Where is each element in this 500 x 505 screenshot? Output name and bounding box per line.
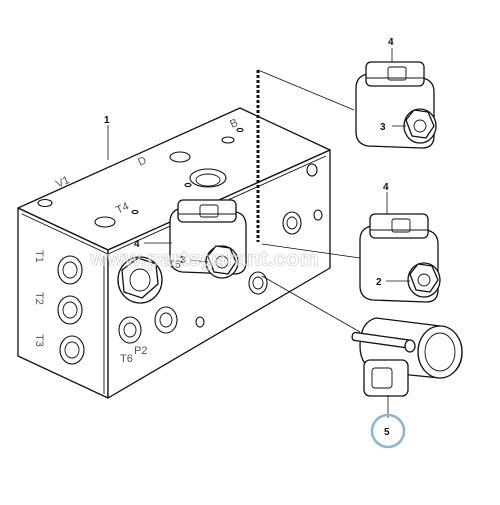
right-port-p2 bbox=[154, 306, 178, 334]
valve-block bbox=[17, 107, 331, 399]
guide-line-mid bbox=[261, 243, 361, 259]
solenoid-top bbox=[355, 61, 437, 149]
right-port-upper bbox=[282, 211, 302, 235]
right-port-upper-inner bbox=[286, 216, 298, 230]
port-label-t1: T1 bbox=[33, 250, 45, 263]
highlight-circle bbox=[370, 413, 406, 449]
top-bolt-1 bbox=[184, 182, 192, 188]
solenoid-mid bbox=[359, 213, 441, 303]
callout-5: 5 bbox=[384, 427, 390, 438]
bolt-head bbox=[404, 339, 416, 353]
right-port-lower-inner bbox=[252, 276, 264, 290]
right-bolt-2 bbox=[195, 316, 205, 328]
port-label-p2: P2 bbox=[134, 345, 147, 357]
top-port-v1 bbox=[37, 198, 53, 208]
right-port-p2-inner bbox=[159, 312, 173, 328]
callout-1: 1 bbox=[104, 115, 110, 126]
callout-4-left: 4 bbox=[134, 239, 140, 250]
callout-4-top: 4 bbox=[388, 37, 394, 48]
front-port-t1-inner bbox=[62, 261, 78, 279]
callout-4-mid: 4 bbox=[383, 182, 389, 193]
port-label-t4: T4 bbox=[114, 200, 131, 216]
block-bevel-line bbox=[21, 155, 327, 255]
connector-housing bbox=[363, 359, 409, 397]
right-port-t6-inner bbox=[123, 322, 137, 338]
front-port-t2 bbox=[57, 295, 83, 325]
solenoid-mounted bbox=[169, 199, 247, 279]
right-bolt bbox=[313, 209, 323, 221]
front-port-t3 bbox=[59, 335, 85, 365]
connector-housing bbox=[177, 199, 237, 223]
callout-3-top: 3 bbox=[380, 122, 386, 133]
front-port-t3-inner bbox=[64, 341, 80, 359]
right-port-lower bbox=[248, 271, 268, 295]
top-port-d bbox=[169, 151, 191, 163]
port-label-t2: T2 bbox=[33, 292, 45, 305]
top-bolt-3 bbox=[236, 127, 244, 133]
port-label-b: B bbox=[228, 117, 240, 131]
top-bolt-2 bbox=[131, 209, 139, 215]
port-label-t6: T6 bbox=[120, 353, 133, 365]
front-port-t2-inner bbox=[62, 301, 78, 319]
callout-3-left: 3 bbox=[180, 255, 186, 266]
port-label-v1: V1 bbox=[54, 174, 71, 191]
solenoid-bottom bbox=[351, 317, 463, 397]
port-label-t5: T5 bbox=[168, 259, 181, 271]
top-port-small-1 bbox=[221, 136, 235, 144]
callout-2: 2 bbox=[376, 277, 382, 288]
connector-housing bbox=[369, 213, 429, 239]
guide-line-low bbox=[261, 275, 361, 333]
front-port-t1 bbox=[57, 255, 83, 285]
top-port-t4 bbox=[94, 216, 116, 228]
connector-housing bbox=[365, 61, 425, 87]
port-label-t3: T3 bbox=[33, 334, 45, 347]
right-port-small bbox=[306, 163, 318, 177]
right-port-t6 bbox=[118, 316, 142, 344]
top-port-large bbox=[189, 168, 227, 188]
watermark-text: www.partsgarant.com bbox=[89, 246, 319, 271]
top-port-large-inner bbox=[195, 173, 221, 187]
guide-line-top bbox=[257, 69, 355, 111]
hex-plug bbox=[117, 256, 163, 304]
leader-lines bbox=[107, 48, 410, 418]
